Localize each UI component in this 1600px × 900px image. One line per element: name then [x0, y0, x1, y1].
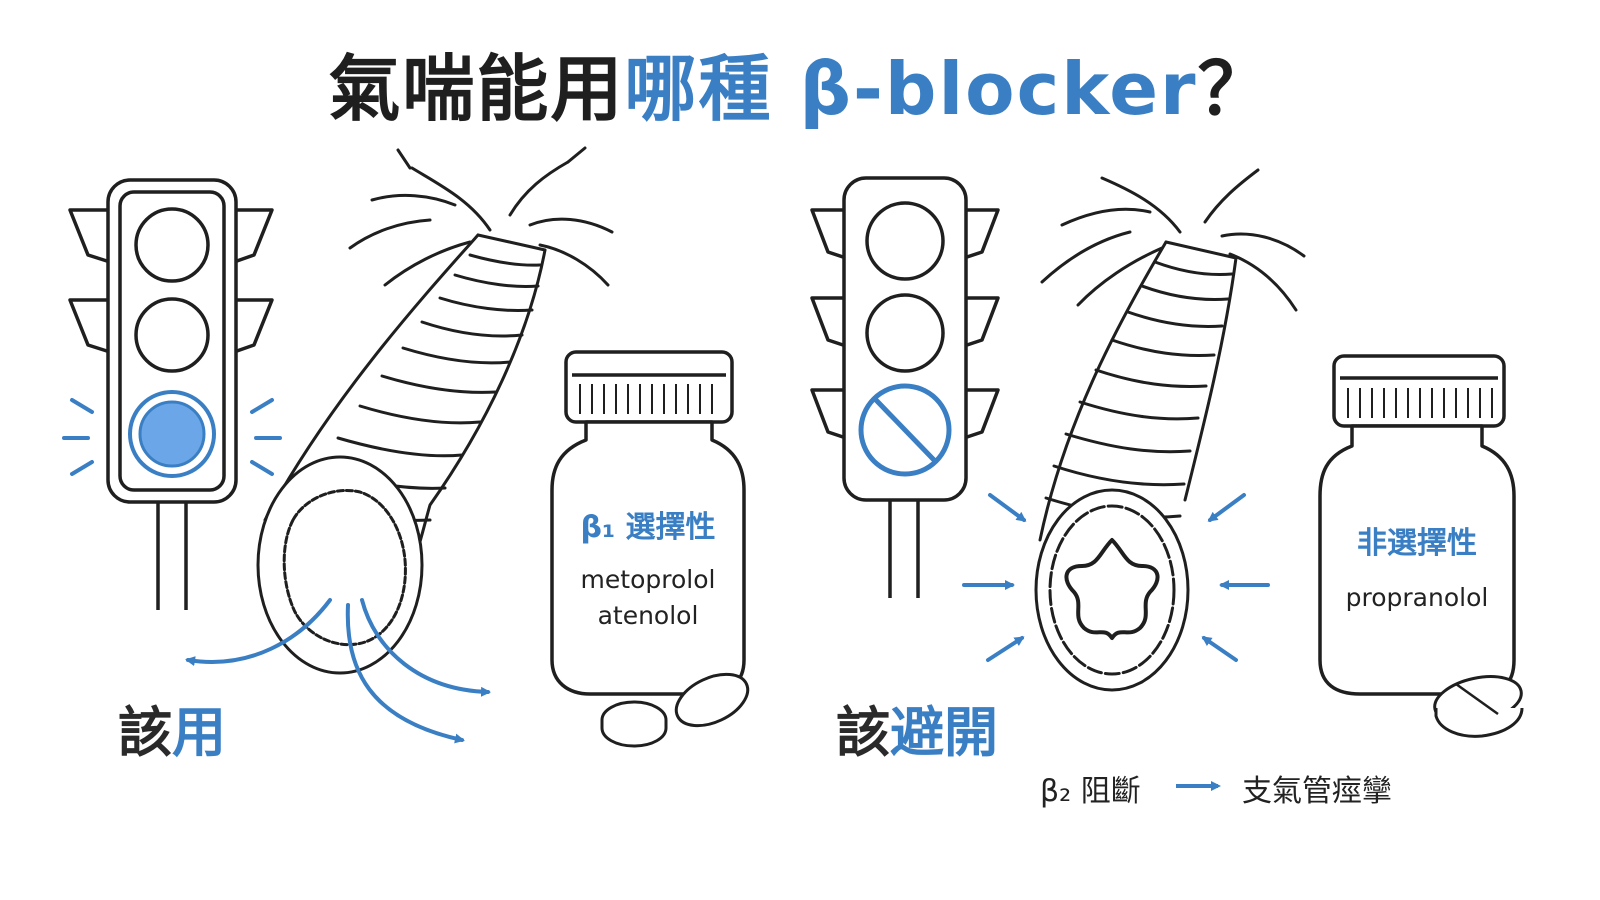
- right-verdict: 該避開: [836, 688, 998, 767]
- pill-icon: [600, 672, 750, 748]
- left-verdict-lead: 該: [118, 701, 172, 764]
- note-cause: β₂ 阻斷: [1040, 774, 1141, 809]
- traffic-light-go-icon: [68, 178, 274, 610]
- note-effect: 支氣管痙攣: [1242, 774, 1392, 809]
- right-bottle-heading: 非選擇性: [1357, 526, 1477, 561]
- traffic-light-stop-icon: [810, 176, 1000, 598]
- left-bottle-heading: β₁ 選擇性: [580, 510, 716, 545]
- pill-bottle-icon: [1318, 354, 1516, 696]
- right-verdict-accent: 避開: [890, 701, 998, 764]
- left-verdict: 該用: [118, 688, 226, 767]
- open-bronchus-icon: [256, 146, 614, 675]
- title-tail: ？: [1197, 47, 1272, 131]
- left-verdict-accent: 用: [172, 701, 226, 764]
- prohibited-icon: [874, 398, 936, 462]
- pill-bottle-icon: [550, 350, 746, 696]
- right-verdict-lead: 該: [836, 701, 890, 764]
- page-title: 氣喘能用哪種 β-blocker？: [0, 30, 1600, 135]
- right-drug-1: propranolol: [1345, 583, 1489, 612]
- left-drug-1: metoprolol: [580, 565, 716, 594]
- airflow-arrows-icon: [185, 598, 491, 744]
- left-drug-2: atenolol: [597, 601, 699, 630]
- glow-rays-icon: [62, 398, 282, 476]
- constricted-bronchus-icon: [1034, 168, 1306, 692]
- title-lead: 氣喘能用: [328, 47, 625, 131]
- pill-icon: [1433, 675, 1524, 738]
- title-accent: 哪種 β-blocker: [624, 47, 1198, 131]
- squeeze-arrows-icon: [962, 493, 1270, 662]
